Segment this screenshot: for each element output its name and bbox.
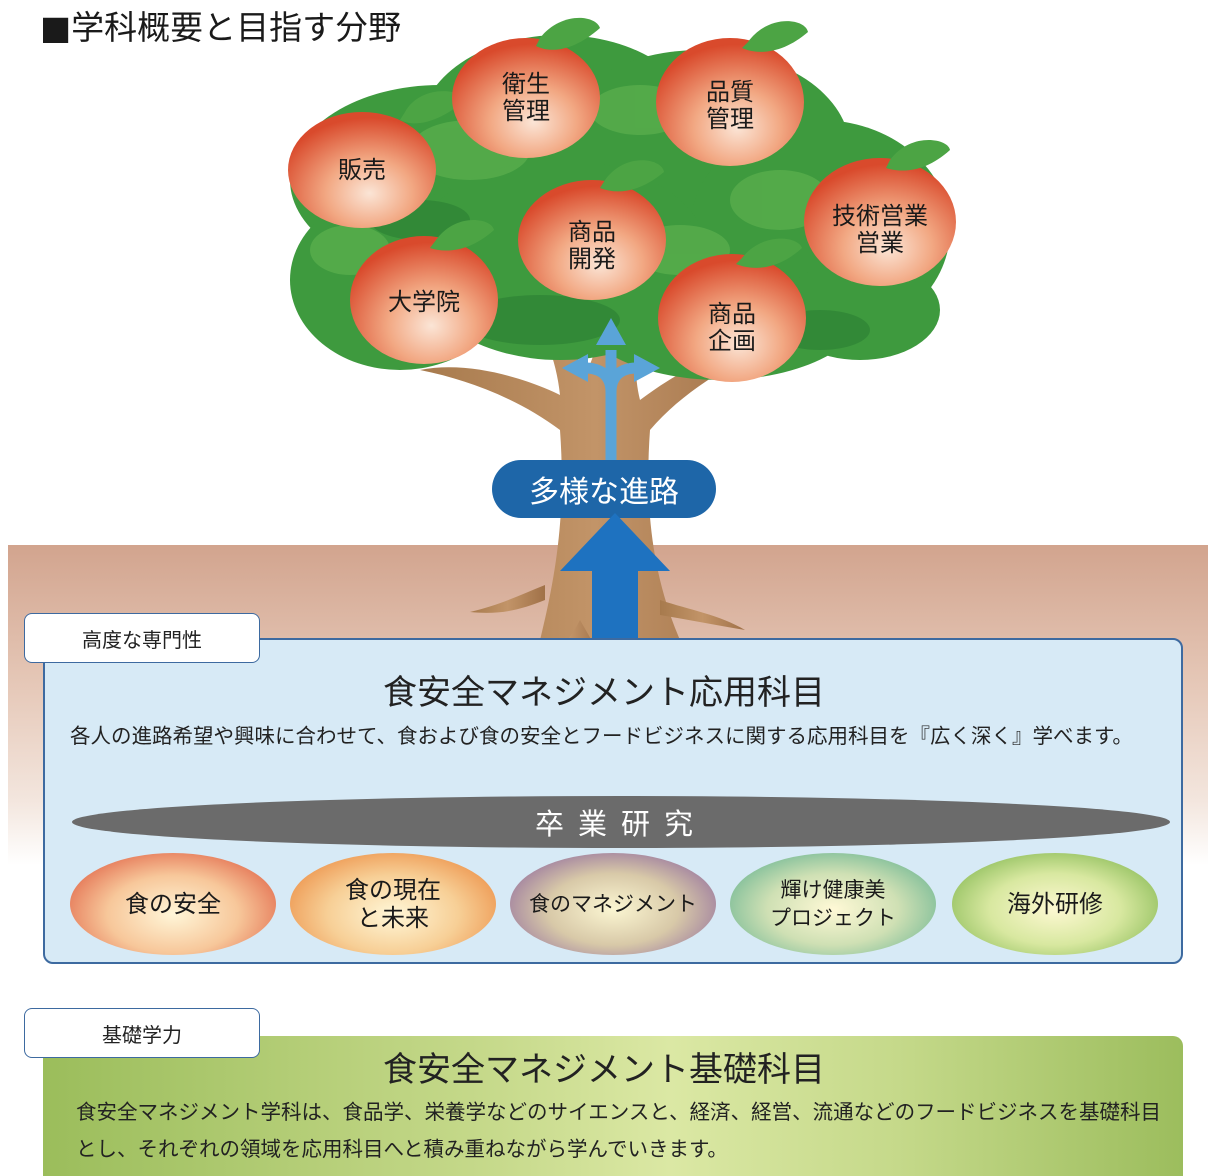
course-food-safety: 食の安全 — [70, 853, 276, 955]
fruit-label-tech-sales: 技術営業 営業 — [832, 202, 928, 257]
course-overseas-training: 海外研修 — [952, 853, 1158, 955]
fruit-sales — [288, 91, 465, 228]
fruit-quality — [656, 21, 808, 166]
fruit-product-dev — [518, 160, 666, 300]
upward-arrow — [560, 513, 670, 641]
fruit-label-hygiene: 衛生 管理 — [502, 70, 550, 125]
basic-tab: 基礎学力 — [24, 1008, 260, 1058]
fruit-label-product-planning: 商品 企画 — [708, 300, 756, 355]
page-title: ■学科概要と目指す分野 — [40, 8, 402, 47]
fruit-label-quality: 品質 管理 — [706, 78, 754, 133]
fruit-label-grad-school: 大学院 — [388, 287, 460, 316]
fruit-tech-sales — [804, 139, 956, 286]
branching-arrow-heads — [562, 318, 660, 382]
career-paths-label: 多様な進路 — [492, 460, 716, 518]
basic-subjects-panel — [43, 1036, 1183, 1176]
course-food-management: 食のマネジメント — [510, 853, 716, 955]
fruit-label-sales: 販売 — [338, 155, 386, 184]
course-food-future: 食の現在 と未来 — [290, 853, 496, 955]
fruit-label-product-dev: 商品 開発 — [568, 218, 616, 273]
advanced-title: 食安全マネジメント応用科目 — [383, 673, 825, 713]
basic-title: 食安全マネジメント基礎科目 — [383, 1050, 825, 1090]
basic-description: 食安全マネジメント学科は、食品学、栄養学などのサイエンスと、経済、経営、流通など… — [76, 1100, 1162, 1161]
course-health-beauty: 輝け健康美 プロジェクト — [730, 853, 936, 955]
advanced-tab: 高度な専門性 — [24, 613, 260, 663]
branching-arrow — [584, 350, 638, 470]
tree-illustration — [288, 17, 956, 655]
advanced-description: 各人の進路希望や興味に合わせて、食および食の安全とフードビジネスに関する応用科目… — [70, 724, 1133, 748]
fruit-grad-school — [350, 219, 498, 364]
fruit-product-planning — [658, 238, 806, 382]
fruit-hygiene — [452, 17, 600, 158]
graduation-research-bar: 卒業研究 — [72, 796, 1170, 848]
